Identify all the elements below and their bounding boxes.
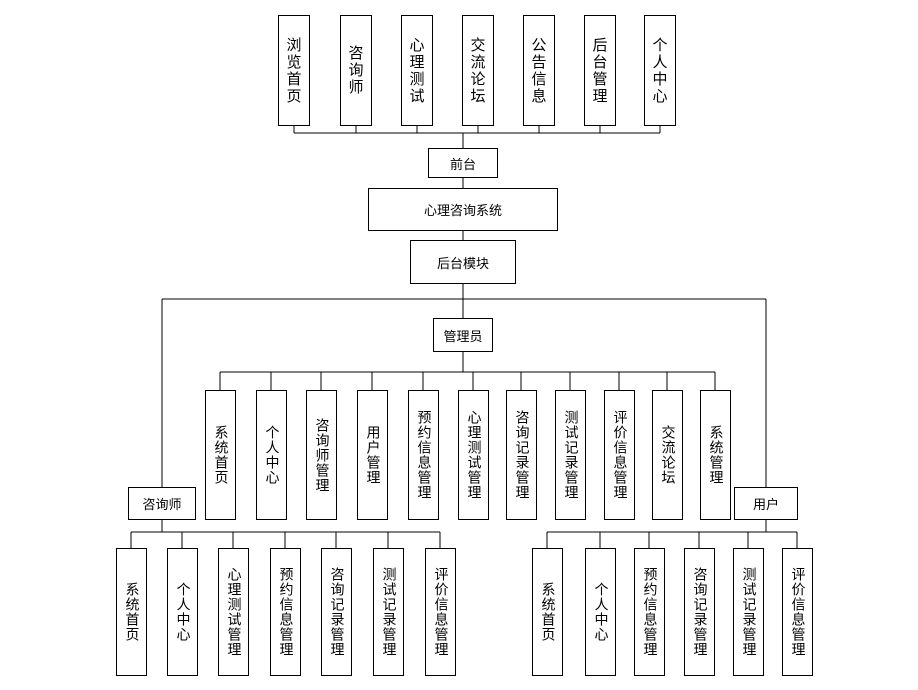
- frontend-module-personal-center: 个人中心: [644, 15, 676, 126]
- admin-module-system-mgmt: 系统管理: [700, 390, 731, 520]
- user-node: 用户: [734, 487, 798, 520]
- frontend-node: 前台: [428, 148, 498, 178]
- frontend-module-counselor: 咨询师: [340, 15, 372, 126]
- user-module-consult-record-mgmt: 咨询记录管理: [684, 548, 715, 676]
- admin-module-test-record-mgmt: 测试记录管理: [555, 390, 586, 520]
- frontend-module-backend-admin: 后台管理: [584, 15, 616, 126]
- frontend-module-announcement: 公告信息: [523, 15, 555, 126]
- user-module-personal-center: 个人中心: [585, 548, 616, 676]
- admin-module-review-mgmt: 评价信息管理: [604, 390, 635, 520]
- frontend-module-psych-test: 心理测试: [401, 15, 433, 126]
- admin-node: 管理员: [433, 318, 493, 352]
- counselor-module-personal-center: 个人中心: [167, 548, 198, 676]
- user-module-test-record-mgmt: 测试记录管理: [733, 548, 764, 676]
- admin-module-consult-record-mgmt: 咨询记录管理: [506, 390, 537, 520]
- admin-module-personal-center: 个人中心: [256, 390, 287, 520]
- counselor-module-consult-record-mgmt: 咨询记录管理: [321, 548, 352, 676]
- user-module-home: 系统首页: [532, 548, 563, 676]
- admin-module-user-mgmt: 用户管理: [357, 390, 388, 520]
- admin-module-counselor-mgmt: 咨询师管理: [306, 390, 337, 520]
- user-module-appointment-mgmt: 预约信息管理: [634, 548, 665, 676]
- frontend-module-home: 浏览首页: [278, 15, 310, 126]
- admin-module-home: 系统首页: [205, 390, 236, 520]
- counselor-module-test-record-mgmt: 测试记录管理: [373, 548, 404, 676]
- frontend-module-forum: 交流论坛: [462, 15, 494, 126]
- counselor-module-appointment-mgmt: 预约信息管理: [270, 548, 301, 676]
- backend-node: 后台模块: [410, 240, 516, 284]
- user-module-review-mgmt: 评价信息管理: [782, 548, 813, 676]
- counselor-module-psych-test-mgmt: 心理测试管理: [218, 548, 249, 676]
- counselor-module-home: 系统首页: [116, 548, 147, 676]
- admin-module-forum: 交流论坛: [652, 390, 683, 520]
- admin-module-psych-test-mgmt: 心理测试管理: [458, 390, 489, 520]
- counselor-module-review-mgmt: 评价信息管理: [425, 548, 456, 676]
- system-node: 心理咨询系统: [368, 188, 558, 231]
- counselor-node: 咨询师: [128, 487, 196, 520]
- admin-module-appointment-mgmt: 预约信息管理: [408, 390, 439, 520]
